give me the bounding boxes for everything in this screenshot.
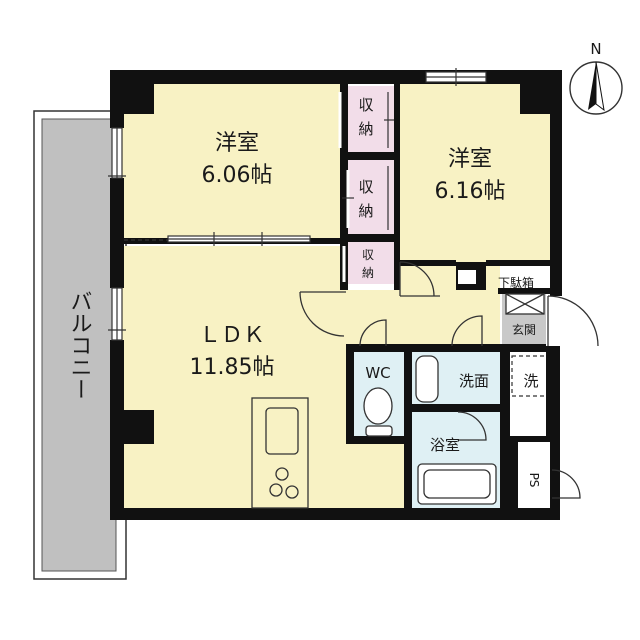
closet-3-floor — [348, 242, 394, 284]
compass: N — [569, 40, 623, 115]
western-room-1-floor — [122, 82, 344, 240]
toilet-fixture — [363, 387, 393, 437]
sliding-doors — [124, 92, 394, 282]
walls — [110, 70, 562, 520]
kitchen-counter — [251, 397, 309, 509]
wash-basin — [415, 355, 439, 403]
bathtub — [417, 463, 497, 505]
ldk-size: 11.85帖 — [190, 355, 275, 380]
compass-north-label: N — [590, 40, 601, 58]
closet-3-line2: 納 — [362, 266, 374, 280]
bathroom-label: 浴室 — [430, 436, 460, 454]
windows — [108, 68, 487, 341]
western-room-1-size: 6.06帖 — [202, 163, 273, 188]
ldk-name: ＬＤＫ — [199, 323, 265, 348]
balcony-label: バルコニー — [67, 290, 92, 400]
wc-label: WC — [365, 364, 390, 382]
ps-label: PS — [527, 473, 541, 488]
shoe-box-label: 下駄箱 — [498, 275, 534, 290]
closet-3-line1: 収 — [362, 248, 374, 262]
hallway-floor — [346, 290, 500, 346]
fridge-space — [458, 270, 476, 284]
swing-doors — [299, 261, 599, 499]
closet-1-floor — [348, 86, 394, 152]
entrance-label: 玄関 — [512, 322, 536, 337]
shoe-box — [505, 293, 545, 315]
closet-2-floor — [348, 160, 394, 234]
closet-2-line2: 納 — [358, 202, 373, 220]
washer-label: 洗 — [523, 372, 538, 390]
ldk-floor — [122, 246, 404, 510]
western-room-2-name: 洋室 — [448, 147, 492, 172]
closet-1-line1: 収 — [358, 96, 373, 114]
closet-1-line2: 納 — [358, 120, 373, 138]
ps-floor — [518, 440, 550, 506]
western-room-1-name: 洋室 — [215, 131, 259, 156]
closet-2-line1: 収 — [358, 178, 373, 196]
washroom-label: 洗面 — [459, 372, 489, 390]
western-room-2-size: 6.16帖 — [435, 179, 506, 204]
